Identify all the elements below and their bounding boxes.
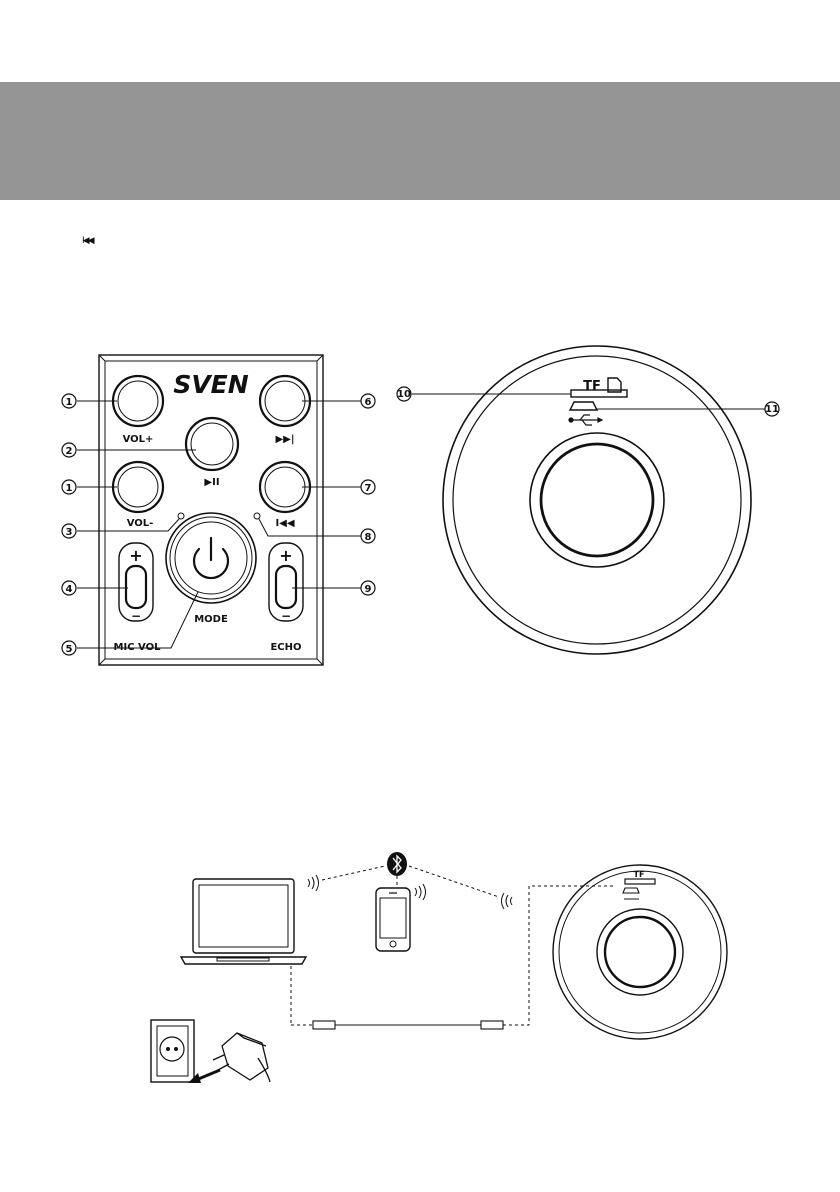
mic-vol-plus-icon: + (129, 546, 142, 565)
mic-vol-minus-icon: − (131, 609, 141, 623)
next-track-icon: ▶▶| (275, 434, 294, 445)
laptop-icon (181, 879, 306, 964)
power-adapter-icon (213, 1033, 270, 1082)
callout-3-led: 3 (62, 524, 76, 538)
svg-text:1: 1 (66, 483, 73, 494)
callout-9-echo: 9 (361, 581, 375, 595)
echo-minus-icon: − (281, 609, 291, 623)
svg-text:10: 10 (397, 389, 411, 400)
vol-plus-label: VOL+ (123, 434, 154, 445)
usb-cable (291, 886, 615, 1029)
callout-11-usb-port: 11 (765, 402, 779, 416)
callout-10-tf-slot: 10 (397, 387, 411, 401)
smartphone-icon (376, 888, 410, 951)
bluetooth-icon (387, 852, 407, 876)
connection-tf-label: TF (634, 870, 645, 879)
brand-logo: SVEN (173, 370, 248, 399)
echo-plus-icon: + (279, 546, 292, 565)
svg-text:5: 5 (66, 644, 73, 655)
micro-usb-port[interactable] (570, 402, 597, 410)
svg-text:11: 11 (765, 404, 779, 415)
play-pause-button[interactable] (186, 418, 238, 470)
power-icon (194, 538, 228, 578)
mode-label: MODE (194, 614, 228, 625)
play-pause-icon: ▶II (204, 477, 219, 488)
wifi-waves-phone-icon (415, 884, 426, 900)
speaker-connection-view (553, 865, 727, 1039)
svg-text:6: 6 (365, 397, 372, 408)
wifi-waves-speaker-icon (502, 893, 513, 909)
callout-2-play-pause: 2 (62, 443, 76, 457)
svg-text:2: 2 (66, 446, 73, 457)
usb-icon (569, 415, 602, 425)
callout-4-mic-vol: 4 (62, 581, 76, 595)
prev-track-icon: I◀◀ (275, 518, 294, 529)
wall-outlet-icon (151, 1020, 194, 1082)
svg-text:7: 7 (365, 483, 372, 494)
svg-text:1: 1 (66, 397, 73, 408)
echo-label: ECHO (270, 642, 301, 653)
vol-minus-label: VOL- (127, 518, 154, 529)
callout-1-vol-minus: 1 (62, 480, 76, 494)
callout-6-next: 6 (361, 394, 375, 408)
tf-label: TF (583, 379, 601, 394)
callout-7-prev: 7 (361, 480, 375, 494)
plug-in-arrow-icon (188, 1070, 220, 1083)
callout-5-mode: 5 (62, 641, 76, 655)
vol-plus-button[interactable] (113, 376, 163, 426)
wifi-waves-laptop-icon (308, 875, 319, 891)
svg-text:9: 9 (365, 584, 372, 595)
right-led-indicator (254, 513, 260, 519)
callout-8-led: 8 (361, 529, 375, 543)
svg-text:3: 3 (66, 527, 73, 538)
svg-text:4: 4 (66, 584, 73, 595)
callout-1-vol-plus: 1 (62, 394, 76, 408)
vol-minus-button[interactable] (113, 462, 163, 512)
svg-text:8: 8 (365, 532, 372, 543)
left-led-indicator (178, 513, 184, 519)
